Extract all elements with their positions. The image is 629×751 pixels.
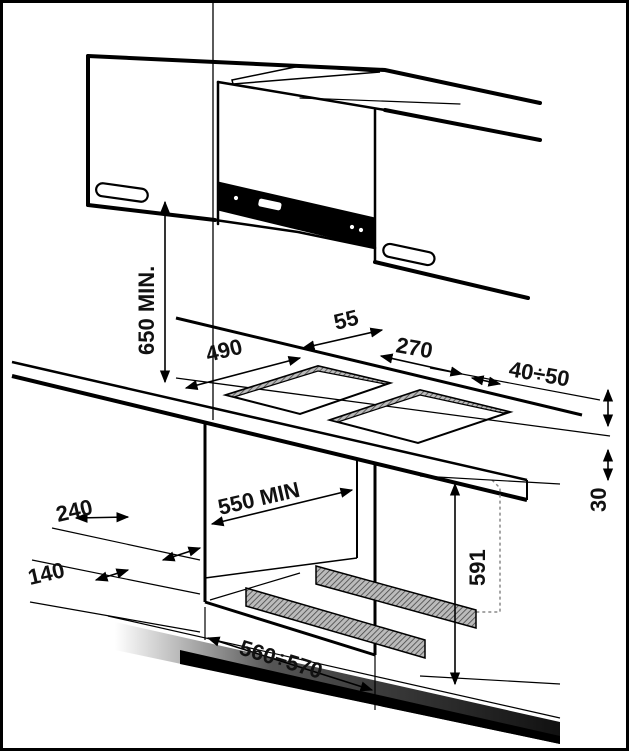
label-cabinet-clearance: 650 MIN.	[134, 266, 159, 355]
worktop	[11, 360, 528, 502]
label-hob-offset: 55	[331, 305, 361, 335]
label-cutout-width: 270	[394, 332, 435, 363]
label-side-offset: 240	[54, 494, 95, 527]
label-worktop-edge: 30	[586, 488, 611, 512]
label-front-offset: 140	[26, 557, 67, 590]
wall-cabinet	[86, 54, 542, 300]
base-cabinet	[203, 422, 501, 659]
label-cutout-depth: 490	[203, 334, 245, 367]
guide-lines	[29, 367, 601, 710]
dimension-arrows	[74, 200, 614, 692]
label-inner-height: 591	[465, 549, 490, 586]
label-worktop-range: 40÷50	[507, 356, 571, 391]
